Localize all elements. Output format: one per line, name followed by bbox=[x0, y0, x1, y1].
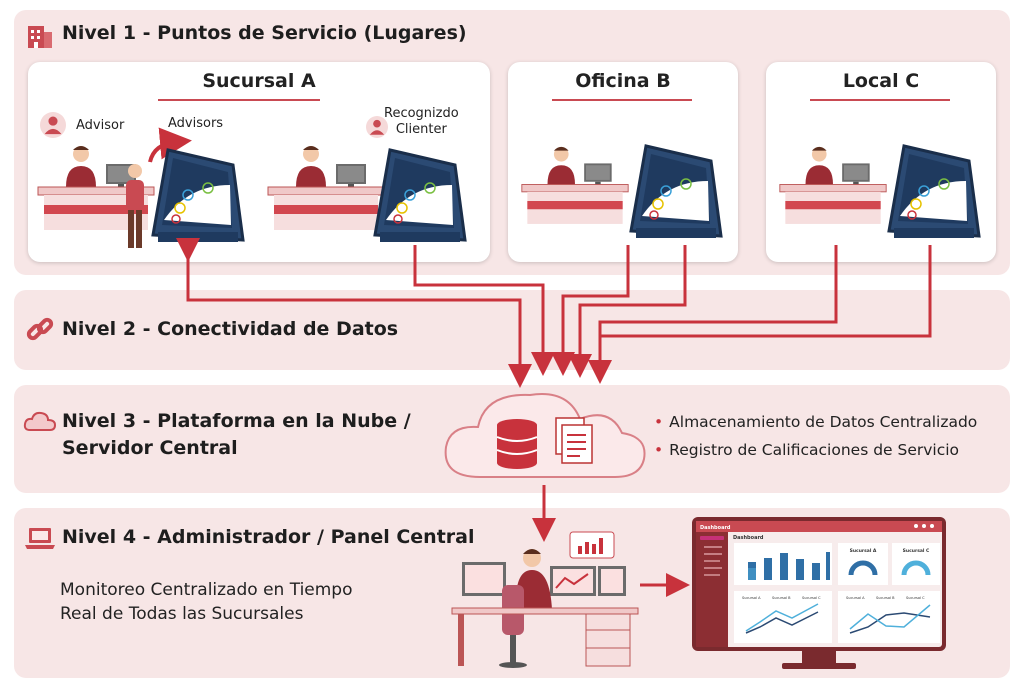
svg-text:Sucursal B: Sucursal B bbox=[772, 596, 791, 600]
title-underline bbox=[810, 99, 950, 101]
location-card-local-c: Local C bbox=[766, 62, 996, 262]
cloud-icon bbox=[23, 411, 57, 431]
location-title: Local C bbox=[842, 70, 920, 92]
gauge-label-c: Sucursal C bbox=[903, 548, 930, 554]
documents-icon bbox=[555, 417, 593, 464]
svg-text:Sucursal A: Sucursal A bbox=[742, 596, 761, 600]
gauge-label-a: Sucursal A bbox=[850, 548, 877, 554]
dashboard-app-name: Dashboard bbox=[700, 525, 731, 531]
arrow-oficina-b-desk bbox=[551, 245, 630, 376]
customer-figure bbox=[126, 164, 144, 248]
arrow-local-c-desk bbox=[588, 245, 838, 384]
arrow-sucursal-a-bidirectional bbox=[176, 238, 532, 388]
dashboard-monitor: Dashboard Dashboard Sucursal A Sucursal … bbox=[692, 517, 946, 669]
svg-text:Sucursal B: Sucursal B bbox=[876, 596, 895, 600]
dashboard-heading: Dashboard bbox=[733, 535, 764, 541]
gauge-a bbox=[848, 560, 878, 576]
arrow-local-c-kiosk bbox=[600, 245, 932, 338]
database-icon bbox=[496, 419, 538, 469]
level-1-title: Nivel 1 - Puntos de Servicio (Lugares) bbox=[62, 22, 467, 44]
bullet-centralized-storage: •Almacenamiento de Datos Centralizado bbox=[654, 413, 978, 431]
cloud-server-illustration bbox=[444, 393, 646, 478]
location-card-oficina-b: Oficina B bbox=[508, 62, 738, 262]
bar-chart-bars bbox=[748, 552, 830, 580]
building-icon bbox=[28, 26, 52, 48]
arrow-icon bbox=[148, 127, 192, 163]
dashboard-sidebar bbox=[696, 532, 728, 647]
gauge-c bbox=[901, 560, 931, 576]
svg-text:Sucursal C: Sucursal C bbox=[906, 596, 925, 600]
location-title: Sucursal A bbox=[202, 70, 316, 92]
advisor-label: Advisor bbox=[76, 118, 125, 133]
administrator-workstation-illustration bbox=[451, 531, 639, 668]
title-underline bbox=[158, 99, 320, 101]
laptop-icon bbox=[25, 528, 55, 549]
advisors-label: Advisors bbox=[168, 116, 224, 131]
title-underline bbox=[552, 99, 692, 101]
svg-text:Sucursal A: Sucursal A bbox=[846, 596, 865, 600]
location-title: Oficina B bbox=[575, 70, 671, 92]
level-4-title: Nivel 4 - Administrador / Panel Central bbox=[62, 526, 475, 548]
link-icon bbox=[26, 317, 54, 341]
level-3-title: Nivel 3 - Plataforma en la Nube /Servido… bbox=[62, 410, 411, 459]
bullet-ratings-log: •Registro de Calificaciones de Servicio bbox=[654, 441, 960, 459]
svg-text:Sucursal C: Sucursal C bbox=[802, 596, 821, 600]
arrow-sucursal-a-kiosk bbox=[413, 245, 555, 376]
arrow-oficina-b-kiosk bbox=[568, 245, 687, 378]
